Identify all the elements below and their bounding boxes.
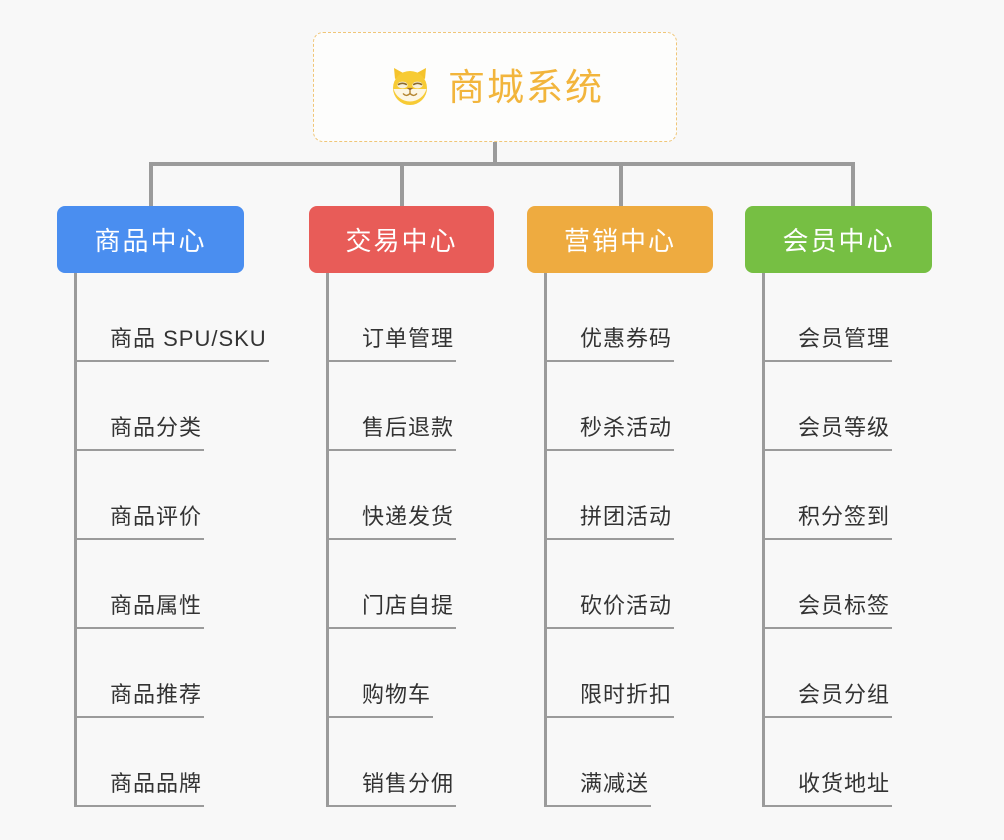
branch-marketing-center: 营销中心 优惠券码 秒杀活动 拼团活动 砍价活动 限时折扣 满减送 (527, 206, 713, 807)
list-item[interactable]: 商品推荐 (77, 629, 244, 718)
list-item-label: 会员标签 (796, 593, 893, 629)
shiba-dog-face-icon (386, 63, 434, 111)
category-title: 交易中心 (345, 226, 458, 256)
category-title: 商品中心 (94, 226, 207, 256)
list-item[interactable]: 砍价活动 (547, 540, 713, 629)
list-item[interactable]: 会员等级 (765, 362, 932, 451)
child-list-marketing-center: 优惠券码 秒杀活动 拼团活动 砍价活动 限时折扣 满减送 (544, 273, 713, 807)
list-item[interactable]: 限时折扣 (547, 629, 713, 718)
list-item-label: 秒杀活动 (578, 415, 675, 451)
branch-trade-center: 交易中心 订单管理 售后退款 快递发货 门店自提 购物车 销售分佣 (309, 206, 494, 807)
connector-root-stem (493, 142, 497, 164)
list-item-label: 订单管理 (360, 326, 457, 362)
list-item-label: 积分签到 (796, 504, 893, 540)
list-item[interactable]: 商品评价 (77, 451, 244, 540)
list-item-label: 商品 SPU/SKU (108, 326, 269, 362)
list-item-label: 购物车 (360, 682, 434, 718)
list-item[interactable]: 收货地址 (765, 718, 932, 807)
connector-drop-product-center (149, 164, 153, 206)
list-item[interactable]: 积分签到 (765, 451, 932, 540)
list-item-label: 销售分佣 (360, 771, 457, 807)
list-item-label: 限时折扣 (578, 682, 675, 718)
category-title: 会员中心 (782, 226, 895, 256)
list-item-label: 快递发货 (360, 504, 457, 540)
list-item[interactable]: 商品属性 (77, 540, 244, 629)
list-item[interactable]: 秒杀活动 (547, 362, 713, 451)
list-item[interactable]: 售后退款 (329, 362, 494, 451)
list-item[interactable]: 购物车 (329, 629, 494, 718)
list-item-label: 商品品牌 (108, 771, 205, 807)
list-item[interactable]: 快递发货 (329, 451, 494, 540)
list-item-label: 商品评价 (108, 504, 205, 540)
list-item[interactable]: 商品品牌 (77, 718, 244, 807)
child-list-member-center: 会员管理 会员等级 积分签到 会员标签 会员分组 收货地址 (762, 273, 932, 807)
list-item-label: 砍价活动 (578, 593, 675, 629)
connector-drop-member-center (851, 164, 855, 206)
list-item[interactable]: 拼团活动 (547, 451, 713, 540)
list-item-label: 满减送 (578, 771, 652, 807)
connector-drop-trade-center (400, 164, 404, 206)
list-item[interactable]: 会员分组 (765, 629, 932, 718)
branch-member-center: 会员中心 会员管理 会员等级 积分签到 会员标签 会员分组 收货地址 (745, 206, 932, 807)
list-item[interactable]: 优惠券码 (547, 273, 713, 362)
list-item[interactable]: 订单管理 (329, 273, 494, 362)
list-item[interactable]: 销售分佣 (329, 718, 494, 807)
root-node-shopping-mall-system[interactable]: 商城系统 (313, 32, 677, 142)
list-item-label: 会员管理 (796, 326, 893, 362)
category-header-member-center[interactable]: 会员中心 (745, 206, 932, 273)
connector-drop-marketing-center (619, 164, 623, 206)
connector-horizontal-bar (149, 162, 855, 166)
list-item-label: 会员等级 (796, 415, 893, 451)
root-title: 商城系统 (448, 66, 604, 108)
list-item-label: 门店自提 (360, 593, 457, 629)
list-item[interactable]: 会员管理 (765, 273, 932, 362)
list-item[interactable]: 商品分类 (77, 362, 244, 451)
list-item[interactable]: 门店自提 (329, 540, 494, 629)
category-title: 营销中心 (563, 226, 676, 256)
list-item-label: 商品属性 (108, 593, 205, 629)
list-item[interactable]: 商品 SPU/SKU (77, 273, 269, 362)
branch-product-center: 商品中心 商品 SPU/SKU 商品分类 商品评价 商品属性 商品推荐 商品品牌 (57, 206, 269, 807)
list-item-label: 商品分类 (108, 415, 205, 451)
category-header-product-center[interactable]: 商品中心 (57, 206, 244, 273)
category-header-marketing-center[interactable]: 营销中心 (527, 206, 713, 273)
list-item[interactable]: 满减送 (547, 718, 713, 807)
list-item-label: 售后退款 (360, 415, 457, 451)
category-header-trade-center[interactable]: 交易中心 (309, 206, 494, 273)
list-item-label: 商品推荐 (108, 682, 205, 718)
child-list-product-center: 商品 SPU/SKU 商品分类 商品评价 商品属性 商品推荐 商品品牌 (74, 273, 269, 807)
list-item-label: 优惠券码 (578, 326, 675, 362)
list-item-label: 拼团活动 (578, 504, 675, 540)
list-item-label: 会员分组 (796, 682, 893, 718)
child-list-trade-center: 订单管理 售后退款 快递发货 门店自提 购物车 销售分佣 (326, 273, 494, 807)
list-item-label: 收货地址 (796, 771, 893, 807)
list-item[interactable]: 会员标签 (765, 540, 932, 629)
